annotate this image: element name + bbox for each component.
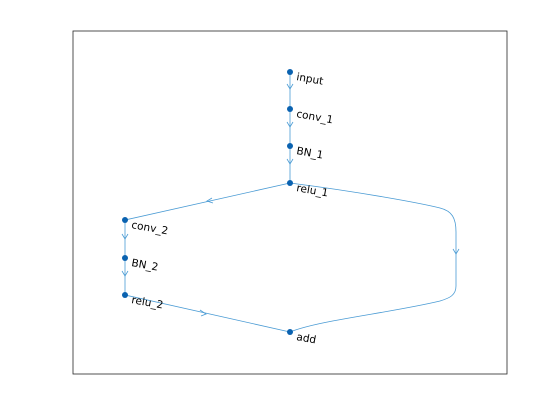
node-relu_2 <box>122 292 128 298</box>
arrowhead-input-conv_1 <box>286 83 294 90</box>
edge-relu_1-add <box>289 182 457 333</box>
arrowhead-relu_2-add <box>199 309 207 317</box>
node-relu_1 <box>287 180 293 186</box>
arrowhead-relu_1-add <box>452 248 460 255</box>
node-add <box>287 329 293 335</box>
edge-relu_2-add <box>124 294 291 333</box>
label-input: input <box>295 71 324 88</box>
node-BN_2 <box>122 255 128 261</box>
arrowhead-BN_1-relu_1 <box>286 158 294 165</box>
label-BN_1: BN_1 <box>295 145 324 162</box>
label-relu_2: relu_2 <box>130 294 164 311</box>
node-conv_2 <box>122 217 128 223</box>
arrowhead-relu_1-conv_2 <box>206 197 214 204</box>
label-relu_1: relu_1 <box>295 182 329 199</box>
node-labels: input conv_1 BN_1 relu_1 conv_2 BN_2 rel… <box>130 71 334 346</box>
arrowhead-conv_2-BN_2 <box>121 233 129 240</box>
node-BN_1 <box>287 143 293 149</box>
label-add: add <box>295 331 317 346</box>
node-input <box>287 69 293 75</box>
arrowhead-BN_2-relu_2 <box>121 270 129 277</box>
label-BN_2: BN_2 <box>130 257 159 274</box>
node-conv_1 <box>287 106 293 112</box>
nodes <box>122 69 293 335</box>
arrowhead-conv_1-BN_1 <box>286 121 294 128</box>
arrowheads <box>121 83 460 317</box>
